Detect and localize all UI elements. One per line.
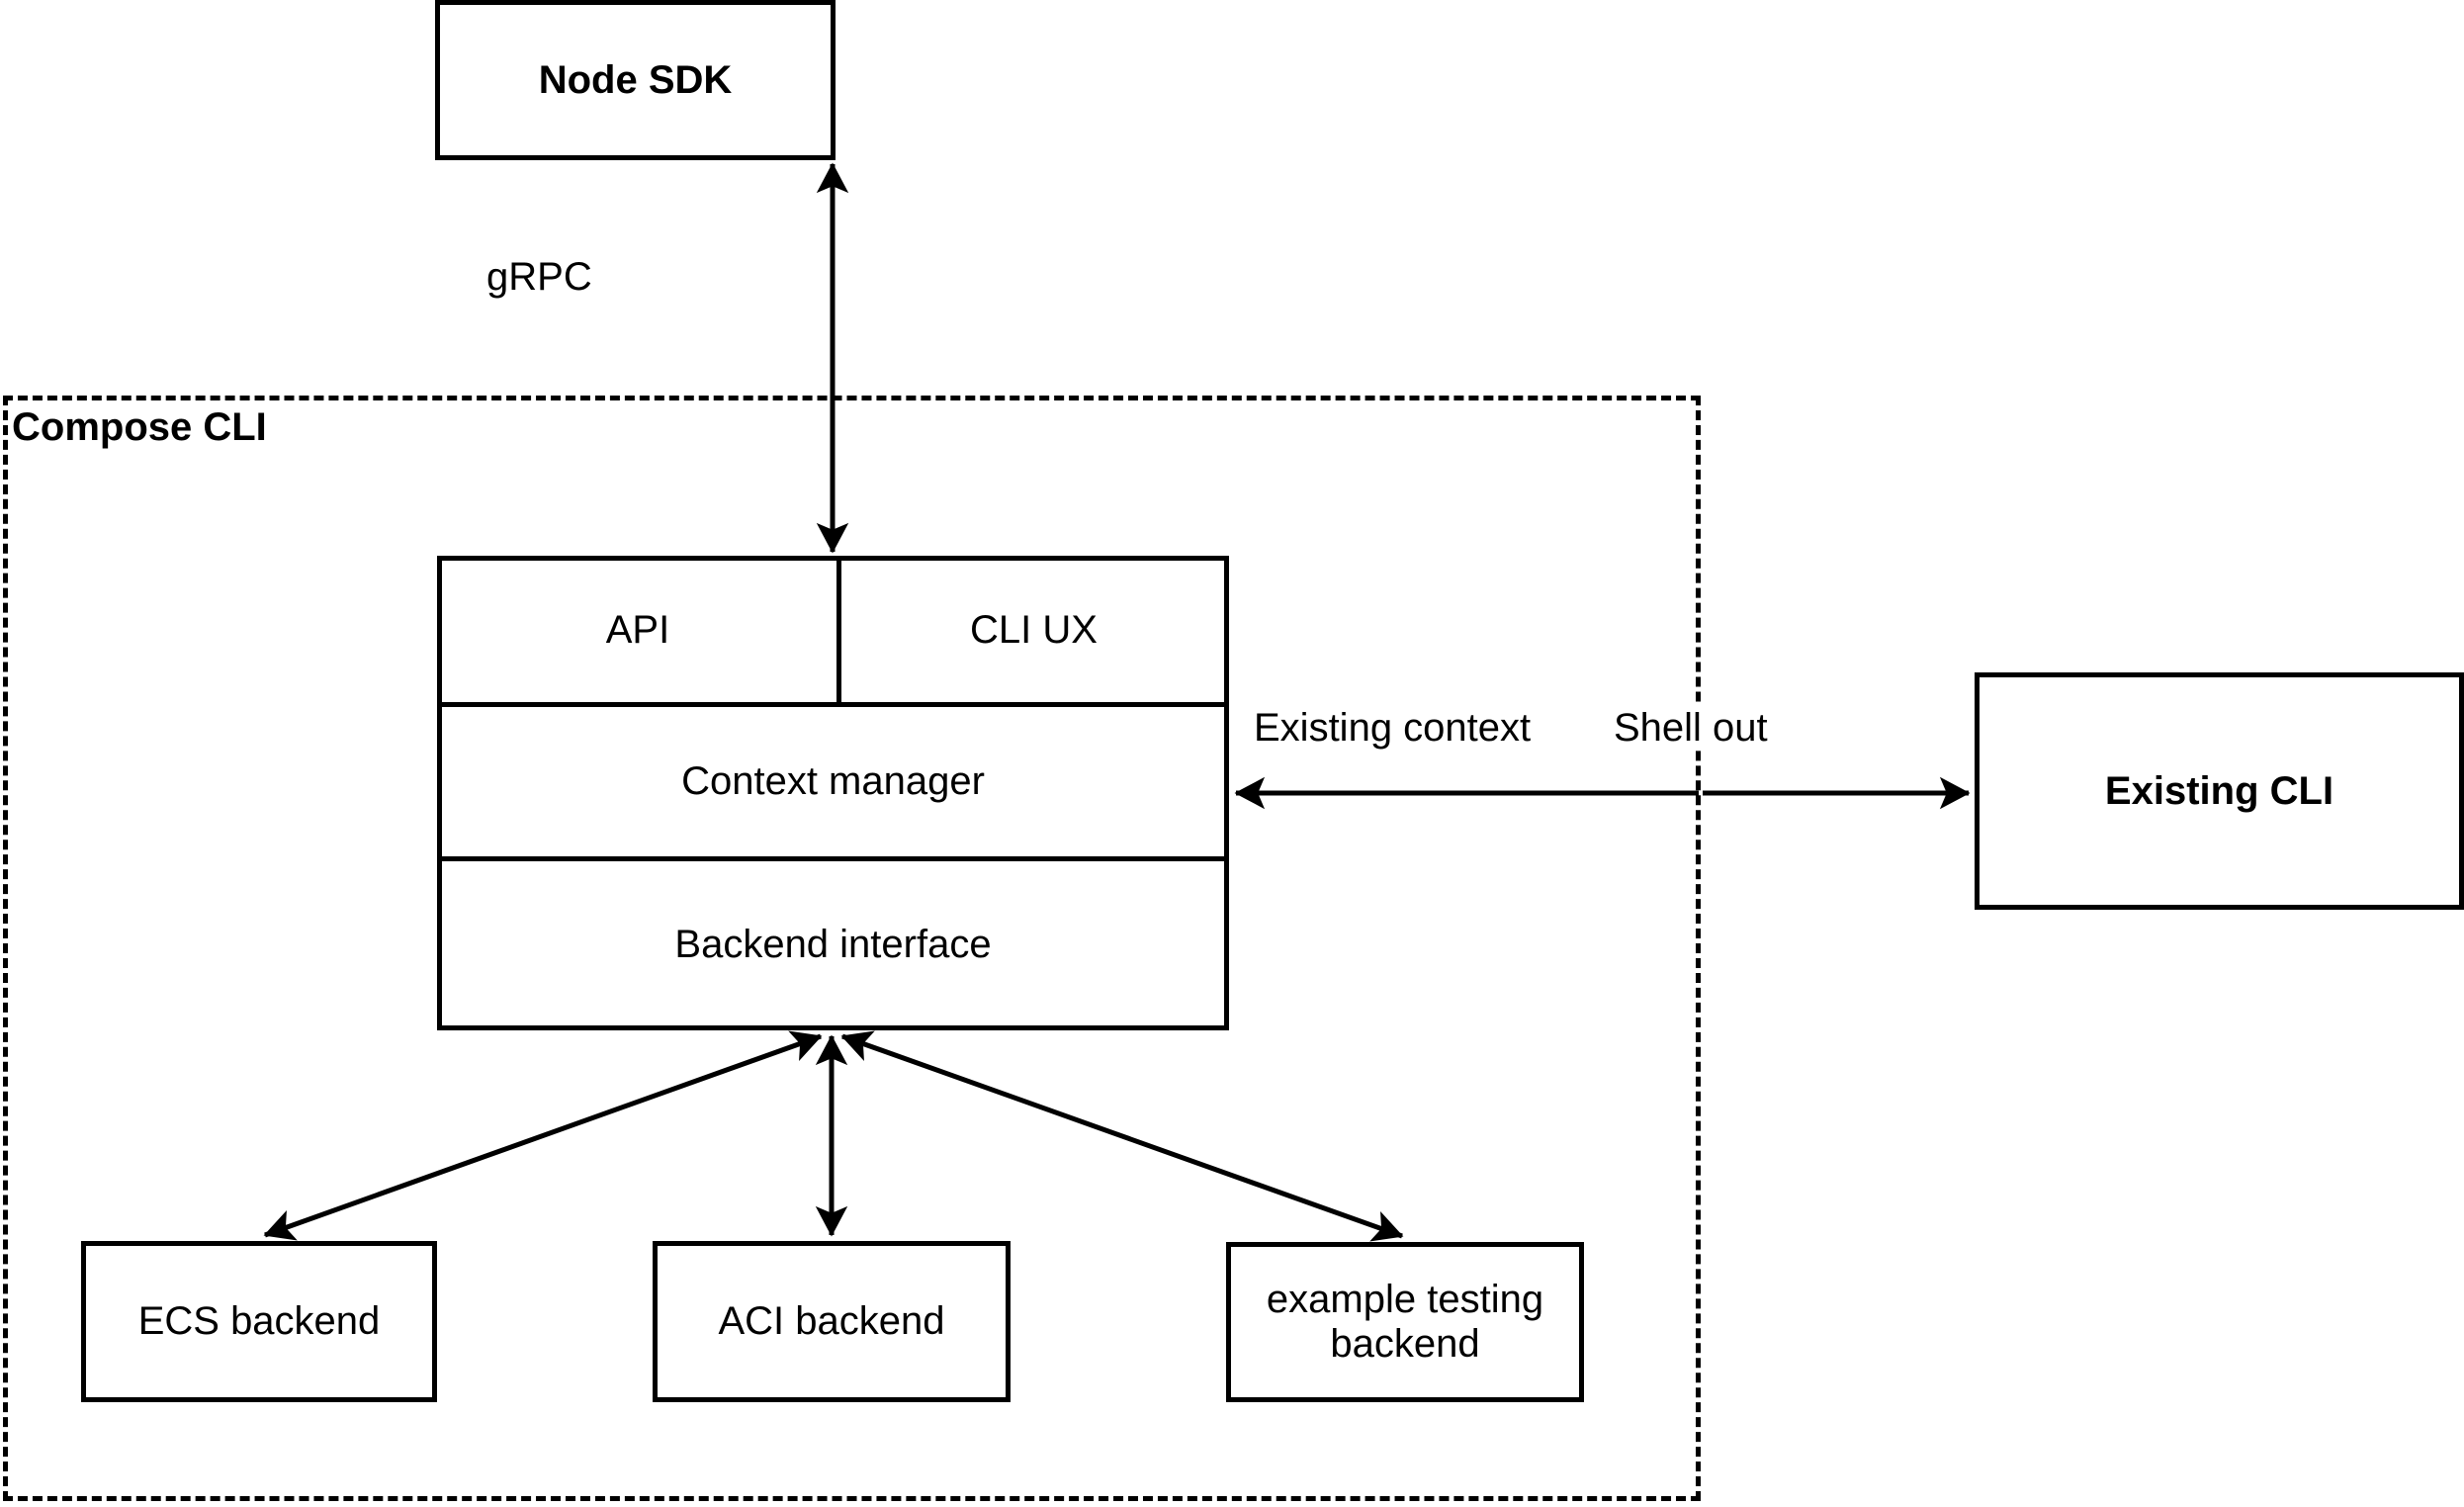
core-stack-divider-vertical bbox=[836, 556, 841, 704]
ecs-backend-label: ECS backend bbox=[137, 1299, 381, 1344]
aci-backend-box[interactable]: ACI backend bbox=[653, 1241, 1011, 1402]
ecs-backend-box[interactable]: ECS backend bbox=[81, 1241, 437, 1402]
core-stack-divider-lower bbox=[437, 856, 1229, 861]
compose-cli-group-boundary bbox=[3, 396, 1701, 1501]
aci-backend-label: ACI backend bbox=[718, 1299, 945, 1344]
example-testing-backend-box[interactable]: example testing backend bbox=[1226, 1242, 1584, 1402]
api-cell[interactable]: API bbox=[437, 556, 838, 704]
grpc-edge-label: gRPC bbox=[483, 255, 596, 300]
compose-cli-core-stack bbox=[437, 556, 1229, 1030]
example-testing-backend-label: example testing backend bbox=[1266, 1278, 1544, 1366]
core-stack-divider-upper bbox=[437, 702, 1229, 707]
context-manager-label: Context manager bbox=[681, 758, 985, 803]
existing-cli-label: Existing CLI bbox=[2104, 768, 2334, 813]
backend-interface-label: Backend interface bbox=[674, 922, 992, 966]
cli-ux-label: CLI UX bbox=[970, 607, 1098, 652]
backend-interface-cell[interactable]: Backend interface bbox=[437, 858, 1229, 1030]
node-sdk-label: Node SDK bbox=[538, 57, 733, 102]
existing-context-edge-label: Existing context bbox=[1250, 706, 1536, 751]
compose-cli-group-title: Compose CLI bbox=[12, 405, 267, 449]
api-label: API bbox=[605, 607, 670, 652]
shell-out-edge-label: Shell out bbox=[1610, 706, 1772, 751]
context-manager-cell[interactable]: Context manager bbox=[437, 704, 1229, 858]
existing-cli-box[interactable]: Existing CLI bbox=[1975, 672, 2464, 910]
cli-ux-cell[interactable]: CLI UX bbox=[838, 556, 1229, 704]
node-sdk-box[interactable]: Node SDK bbox=[435, 0, 836, 160]
